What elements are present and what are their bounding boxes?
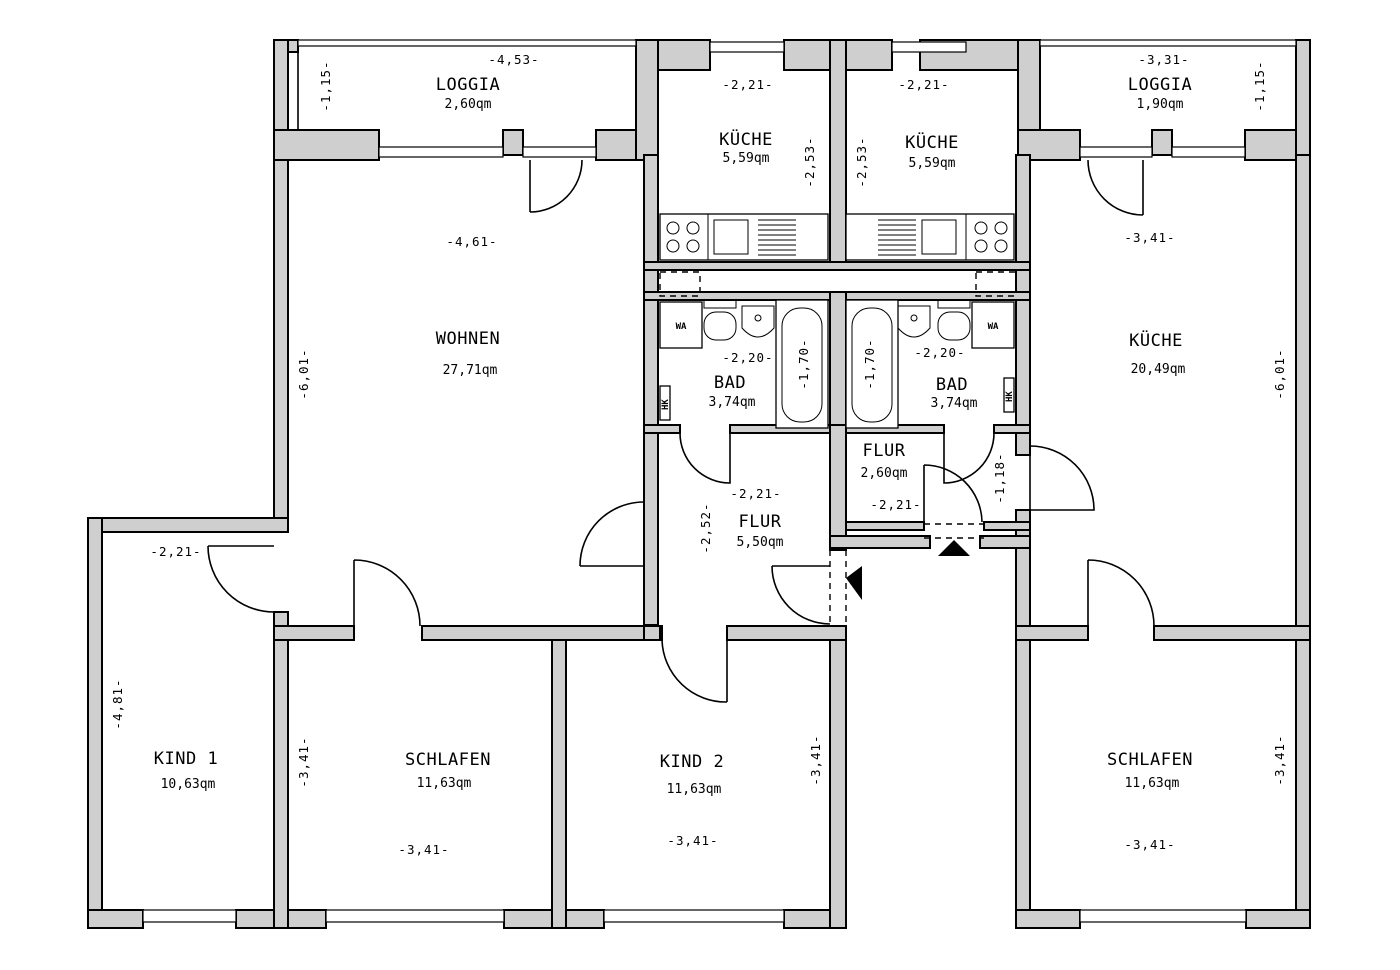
dim-wohnen-d: -6,01- [296, 348, 311, 399]
railing-loggia-right [1039, 39, 1297, 47]
dim-loggia-right-d: -1,15- [1252, 60, 1267, 111]
heater-left-label: HK [661, 399, 671, 410]
heater-left [659, 385, 671, 421]
window-schlafen-right [1079, 909, 1247, 923]
window-schlafen-left [325, 909, 505, 923]
dim-kueche-large-w: -3,41- [1124, 230, 1175, 245]
loggia-right-area: 1,90qm [1137, 97, 1184, 112]
dim-kueche-left-d: -2,53- [802, 136, 817, 187]
dim-loggia-left-w: -4,53- [488, 52, 539, 67]
door-kind1 [207, 545, 275, 613]
dimension-labels: -4,53- -1,15- -3,31- -1,15- -2,21- -2,53… [110, 52, 1287, 857]
dim-kind1-w: -2,21- [150, 544, 201, 559]
fixtures [659, 213, 1017, 429]
dim-kueche-right-w: -2,21- [898, 77, 949, 92]
door-kueche-large [1029, 445, 1095, 511]
bad-left-name: BAD [714, 373, 746, 393]
kitchen-counter-right [845, 213, 1015, 261]
dim-schlafen-right-d: -3,41- [1272, 734, 1287, 785]
dim-flur-left-w: -2,21- [730, 486, 781, 501]
kind2-name: KIND 2 [660, 752, 724, 772]
dim-wohnen-w: -4,61- [446, 234, 497, 249]
kueche-right-name: KÜCHE [905, 131, 959, 153]
bad-right-area: 3,74qm [931, 396, 978, 411]
dim-kueche-large-d: -6,01- [1272, 348, 1287, 399]
door-loggia-left [529, 159, 583, 213]
dim-bad-right-w: -2,20- [914, 345, 965, 360]
flur-right-area: 2,60qm [861, 466, 908, 481]
railing-loggia-left [297, 39, 637, 47]
door-schlafen-left [353, 559, 421, 627]
window-kind1 [142, 909, 237, 923]
window-kueche-right [891, 41, 967, 53]
door-bad-left [679, 432, 731, 484]
dim-kueche-left-w: -2,21- [722, 77, 773, 92]
dim-loggia-right-w: -3,31- [1138, 52, 1189, 67]
bad-right-name: BAD [936, 375, 968, 395]
kitchen-counter-left [659, 213, 829, 261]
walls [87, 39, 1311, 929]
kueche-right-area: 5,59qm [909, 156, 956, 171]
kind1-area: 10,63qm [161, 777, 216, 792]
wohnen-name: WOHNEN [436, 329, 500, 349]
door-kind2 [661, 639, 728, 703]
flur-left-name: FLUR [739, 512, 782, 532]
dim-schlafen-right-w: -3,41- [1124, 837, 1175, 852]
dim-loggia-left-d: -1,15- [318, 60, 333, 111]
wohnen-area: 27,71qm [443, 363, 498, 378]
dim-kueche-right-d: -2,53- [854, 136, 869, 187]
dim-kind2-d: -3,41- [808, 734, 823, 785]
door-entrance-right [923, 464, 983, 523]
washbasin-right-label: WA [988, 322, 999, 332]
kueche-left-area: 5,59qm [723, 151, 770, 166]
loggia-left-name: LOGGIA [436, 75, 500, 95]
schlafen-left-area: 11,63qm [417, 776, 472, 791]
window-loggia-right [1079, 146, 1153, 158]
entrance-arrow-left [846, 566, 862, 600]
door-entrance-left [771, 565, 831, 625]
dim-kind1-d: -4,81- [110, 678, 125, 729]
window-kind2 [603, 909, 785, 923]
schlafen-right-name: SCHLAFEN [1107, 750, 1193, 770]
door-wohnen [579, 501, 645, 567]
washbasin-right [971, 301, 1015, 349]
dim-flur-left-d: -2,52- [698, 502, 713, 553]
dim-kind2-w: -3,41- [667, 833, 718, 848]
dim-flur-right-w: -2,21- [870, 497, 921, 512]
kueche-large-name: KÜCHE [1129, 329, 1183, 351]
flur-left-area: 5,50qm [737, 535, 784, 550]
windows [142, 39, 1297, 923]
heater-right-label: HK [1005, 391, 1015, 402]
loggia-right-name: LOGGIA [1128, 75, 1192, 95]
dim-bad-left-tub: -1,70- [796, 338, 811, 389]
schlafen-right-area: 11,63qm [1125, 776, 1180, 791]
door-schlafen-right [1087, 559, 1155, 627]
heater-right [1003, 377, 1015, 413]
entrance-arrow-right [938, 540, 970, 556]
flur-right-name: FLUR [863, 441, 906, 461]
kueche-left-name: KÜCHE [719, 128, 773, 150]
schlafen-left-name: SCHLAFEN [405, 750, 491, 770]
doors [207, 159, 1155, 703]
bathtub-left [775, 299, 829, 429]
dim-flur-right-d: -1,18- [992, 452, 1007, 503]
kind2-area: 11,63qm [667, 782, 722, 797]
window-kueche-left [709, 41, 785, 53]
door-bad-right [943, 432, 995, 484]
dim-schlafen-left-w: -3,41- [398, 842, 449, 857]
washbasin-left [659, 301, 703, 349]
kueche-large-area: 20,49qm [1131, 362, 1186, 377]
washbasin-left-label: WA [676, 322, 687, 332]
bathtub-right [845, 299, 899, 429]
dim-schlafen-left-d: -3,41- [296, 736, 311, 787]
bad-left-area: 3,74qm [709, 395, 756, 410]
dim-bad-left-w: -2,20- [722, 350, 773, 365]
window-loggia-left [378, 146, 504, 158]
kind1-name: KIND 1 [154, 749, 218, 769]
room-labels: LOGGIA 2,60qm LOGGIA 1,90qm KÜCHE 5,59qm… [154, 75, 1193, 797]
loggia-left-area: 2,60qm [445, 97, 492, 112]
dim-bad-right-tub: -1,70- [862, 338, 877, 389]
door-loggia-right [1087, 159, 1144, 216]
